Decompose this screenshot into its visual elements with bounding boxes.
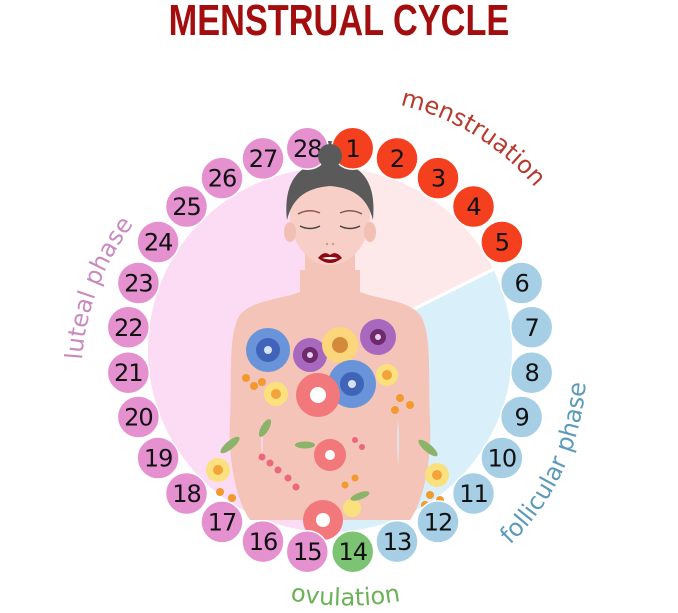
nose [331,242,335,246]
day-number: 20 [124,404,153,432]
label-ovulation: ovulation [289,578,402,611]
day-number: 18 [172,480,201,508]
day-number: 3 [431,165,445,193]
day-7-marker: 7 [509,305,554,350]
day-circle [451,184,496,229]
day-number: 1 [346,135,360,163]
day-18-marker: 18 [164,471,209,516]
day-1-marker: 1 [330,126,375,171]
left-brow [297,210,321,215]
day-number: 28 [293,135,322,163]
day-number: 25 [172,193,201,221]
day-circle [375,519,419,564]
day-circle [116,261,161,305]
day-number: 23 [124,270,153,298]
day-15-marker: 15 [285,529,330,574]
day-24-marker: 24 [136,220,180,264]
day-number: 27 [249,145,278,173]
day-27-marker: 27 [241,136,285,181]
day-number: 19 [144,445,173,473]
day-circle [106,350,151,395]
day-circle [136,220,180,264]
day-11-marker: 11 [451,471,496,516]
day-circle [416,500,460,544]
day-circle [509,350,554,395]
day-circle [164,471,209,516]
day-circle [106,305,151,350]
day-13-marker: 13 [375,519,419,564]
day-12-marker: 12 [416,500,460,544]
right-ear [364,222,376,242]
hair [286,162,374,220]
day-19-marker: 19 [136,436,180,480]
day-circle [330,529,375,574]
day-circle [480,436,524,480]
day-number: 16 [249,528,278,556]
day-circle [499,395,544,439]
day-circle [116,395,161,439]
day-number: 15 [293,538,322,566]
sector-divider [399,264,501,318]
day-14-marker: 14 [330,529,375,574]
day-8-marker: 8 [509,350,554,395]
day-6-marker: 6 [499,261,544,305]
day-circle [375,136,419,181]
left-eye [299,225,321,230]
day-4-marker: 4 [451,184,496,229]
day-circle [241,519,285,564]
flower-decoration [206,319,449,540]
day-circle [499,261,544,305]
day-number: 12 [424,508,453,536]
left-ear [284,222,296,242]
day-3-marker: 3 [416,156,460,200]
day-number: 8 [525,359,539,387]
day-number: 7 [525,314,539,342]
day-26-marker: 26 [200,156,244,200]
day-10-marker: 10 [480,436,524,480]
day-16-marker: 16 [241,519,285,564]
day-number: 21 [114,359,143,387]
day-number: 13 [383,528,412,556]
nose [325,242,329,246]
day-circle [480,220,524,264]
day-circle [416,156,460,200]
day-circle [451,471,496,516]
day-number: 2 [390,145,404,173]
day-number: 9 [514,404,528,432]
day-number: 24 [144,229,173,257]
day-5-marker: 5 [480,220,524,264]
day-circle [136,436,180,480]
day-number: 17 [208,508,237,536]
diagram-title: MENSTRUAL CYCLE [168,0,510,45]
day-number: 14 [338,538,367,566]
hair-bun [318,144,342,168]
day-circle [509,305,554,350]
right-brow [339,210,363,215]
day-17-marker: 17 [200,500,244,544]
day-circle [164,184,209,229]
day-number: 5 [495,229,509,257]
day-2-marker: 2 [375,136,419,181]
day-circle [285,529,330,574]
day-number: 22 [114,314,143,342]
day-21-marker: 21 [106,350,151,395]
day-circle [241,136,285,181]
day-number: 10 [488,445,517,473]
day-22-marker: 22 [106,305,151,350]
teeth [322,257,338,260]
day-number: 11 [459,480,488,508]
day-circle [200,156,244,200]
day-number: 26 [208,165,237,193]
day-25-marker: 25 [164,184,209,229]
day-number: 4 [466,193,480,221]
day-number: 6 [514,270,528,298]
day-20-marker: 20 [116,395,161,439]
right-eye [339,225,361,230]
day-circle [200,500,244,544]
day-9-marker: 9 [499,395,544,439]
day-23-marker: 23 [116,261,161,305]
